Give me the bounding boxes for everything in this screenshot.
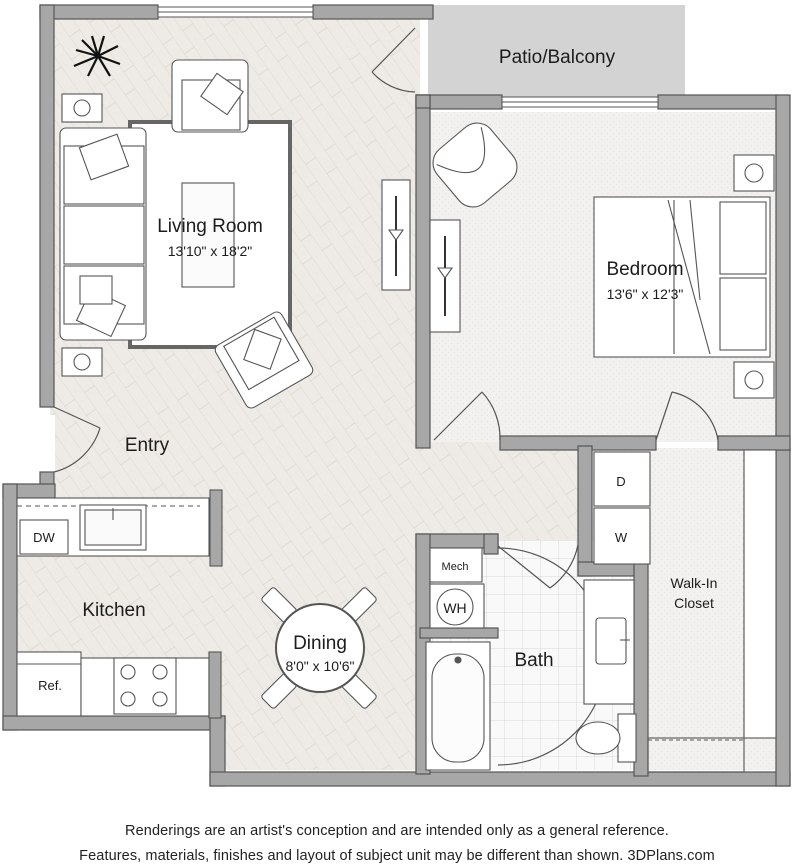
windows xyxy=(157,6,659,108)
dining-table xyxy=(261,587,377,709)
tv-console xyxy=(381,179,411,291)
toilet xyxy=(575,713,637,763)
dining-label: Dining xyxy=(293,633,347,654)
patio-floor xyxy=(428,5,685,100)
closet-label-line2: Closet xyxy=(674,595,714,611)
closet-label-line1: Walk-In xyxy=(671,575,718,591)
living-furniture xyxy=(59,35,411,409)
room-labels: Patio/Balcony Living Room 13'10" x 18'2"… xyxy=(33,47,717,693)
refrigerator xyxy=(16,651,82,717)
dryer-label: D xyxy=(616,474,625,489)
dresser xyxy=(429,219,461,333)
living-room-label: Living Room xyxy=(157,216,263,237)
doors xyxy=(53,27,719,766)
mech-closet xyxy=(429,547,483,583)
mech-label: Mech xyxy=(442,561,469,573)
disclaimer-line-2: Features, materials, finishes and layout… xyxy=(79,848,715,864)
armchair-bottom xyxy=(214,311,314,409)
bedroom-size: 13'6" x 12'3" xyxy=(607,286,684,302)
kitchen-fixtures xyxy=(16,489,223,719)
dryer xyxy=(593,451,651,507)
refrigerator-label: Ref. xyxy=(38,678,62,693)
armchair-top xyxy=(171,59,249,133)
closet-shelf xyxy=(743,449,777,739)
plant-icon xyxy=(73,35,121,77)
floors xyxy=(15,5,778,770)
patio-label: Patio/Balcony xyxy=(499,47,616,68)
walls xyxy=(2,4,791,787)
bath-label: Bath xyxy=(514,650,553,671)
disclaimer-line-1: Renderings are an artist's conception an… xyxy=(125,823,669,839)
living-room-size: 13'10" x 18'2" xyxy=(168,243,253,259)
dining-size: 8'0" x 10'6" xyxy=(286,658,355,674)
washer-label: W xyxy=(615,530,628,545)
coffee-table xyxy=(181,182,235,288)
dishwasher xyxy=(19,519,69,555)
washer xyxy=(593,507,651,565)
entry-label: Entry xyxy=(125,435,170,456)
bedroom-furniture xyxy=(429,122,775,399)
bed xyxy=(593,196,771,358)
kitchen-label: Kitchen xyxy=(82,600,145,621)
bedroom-chair xyxy=(432,122,518,208)
water-heater-label: WH xyxy=(443,600,466,616)
closet-fixtures xyxy=(593,449,777,773)
bath-fixtures xyxy=(425,547,637,771)
dishwasher-label: DW xyxy=(33,530,55,545)
bedroom-label: Bedroom xyxy=(606,259,683,280)
sofa xyxy=(59,127,147,341)
